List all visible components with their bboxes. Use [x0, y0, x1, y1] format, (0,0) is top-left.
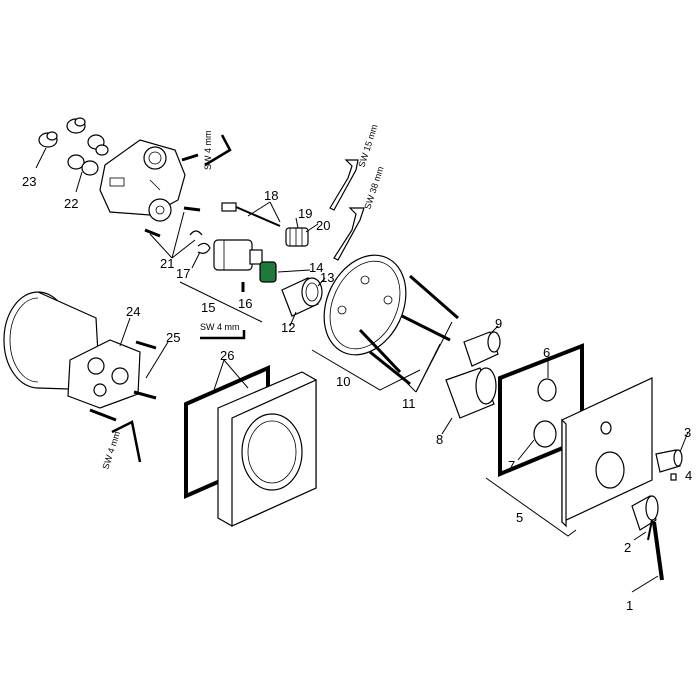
part-18-spindle: [221, 201, 281, 227]
callout-25: 25: [166, 330, 180, 345]
callout-24: 24: [126, 304, 140, 319]
part-26-frame: [184, 359, 317, 527]
hex-key-top-label: SW 4 mm: [203, 131, 213, 171]
callout-9: 9: [495, 316, 502, 331]
part-15-cartridge: [179, 239, 263, 323]
part-9-sleeve: [463, 325, 501, 367]
part-19-cartridge: [285, 217, 319, 247]
callout-8: 8: [436, 432, 443, 447]
part-22-o-rings: [67, 134, 109, 193]
hex-key-left-label: SW 4 mm: [100, 430, 122, 471]
callout-16: 16: [238, 296, 252, 311]
callout-23: 23: [22, 174, 36, 189]
part-23-caps: [35, 117, 86, 169]
part-24-valve-body: [67, 317, 169, 422]
wrench-15-icon: [329, 159, 359, 211]
callout-13: 13: [320, 270, 334, 285]
callout-5: 5: [516, 510, 523, 525]
callout-18: 18: [264, 188, 278, 203]
callout-7: 7: [508, 458, 515, 473]
wrench-15-label: SW 15 mm: [356, 123, 379, 168]
part-cylinder-left: [3, 291, 101, 391]
callout-20: 20: [316, 218, 330, 233]
callout-1: 1: [626, 598, 633, 613]
hex-key-top-icon: [204, 134, 232, 167]
part-5-cover-plate: [485, 377, 653, 537]
callout-12: 12: [281, 320, 295, 335]
callout-15: 15: [201, 300, 215, 315]
part-21-screws: [144, 153, 203, 259]
part-10-disk: [311, 254, 421, 391]
callout-11: 11: [402, 396, 416, 411]
part-3-knob: [655, 431, 689, 481]
part-11-long-screws: [358, 274, 459, 393]
hex-key-left-icon: [111, 420, 142, 463]
callout-17: 17: [176, 266, 190, 281]
wrench-38-label: SW 38 mm: [362, 165, 385, 210]
part-12-sleeve: [281, 277, 326, 327]
callout-2: 2: [624, 540, 631, 555]
hex-key-mid-icon: [200, 330, 246, 340]
callout-22: 22: [64, 196, 78, 211]
callout-19: 19: [298, 206, 312, 221]
part-14-ring-green: [259, 261, 311, 283]
hex-key-mid-label: SW 4 mm: [200, 322, 240, 332]
valve-body-top: [99, 139, 186, 222]
callout-3: 3: [684, 425, 691, 440]
callout-21: 21: [160, 256, 174, 271]
part-8-sleeve: [441, 367, 497, 435]
wrench-38-icon: [333, 207, 365, 261]
part-17-clip: [191, 242, 211, 269]
callout-14: 14: [309, 260, 323, 275]
callout-4: 4: [685, 468, 692, 483]
callout-6: 6: [543, 345, 550, 360]
callout-26: 26: [220, 348, 234, 363]
callout-10: 10: [336, 374, 350, 389]
part-1-lever: [631, 495, 664, 593]
